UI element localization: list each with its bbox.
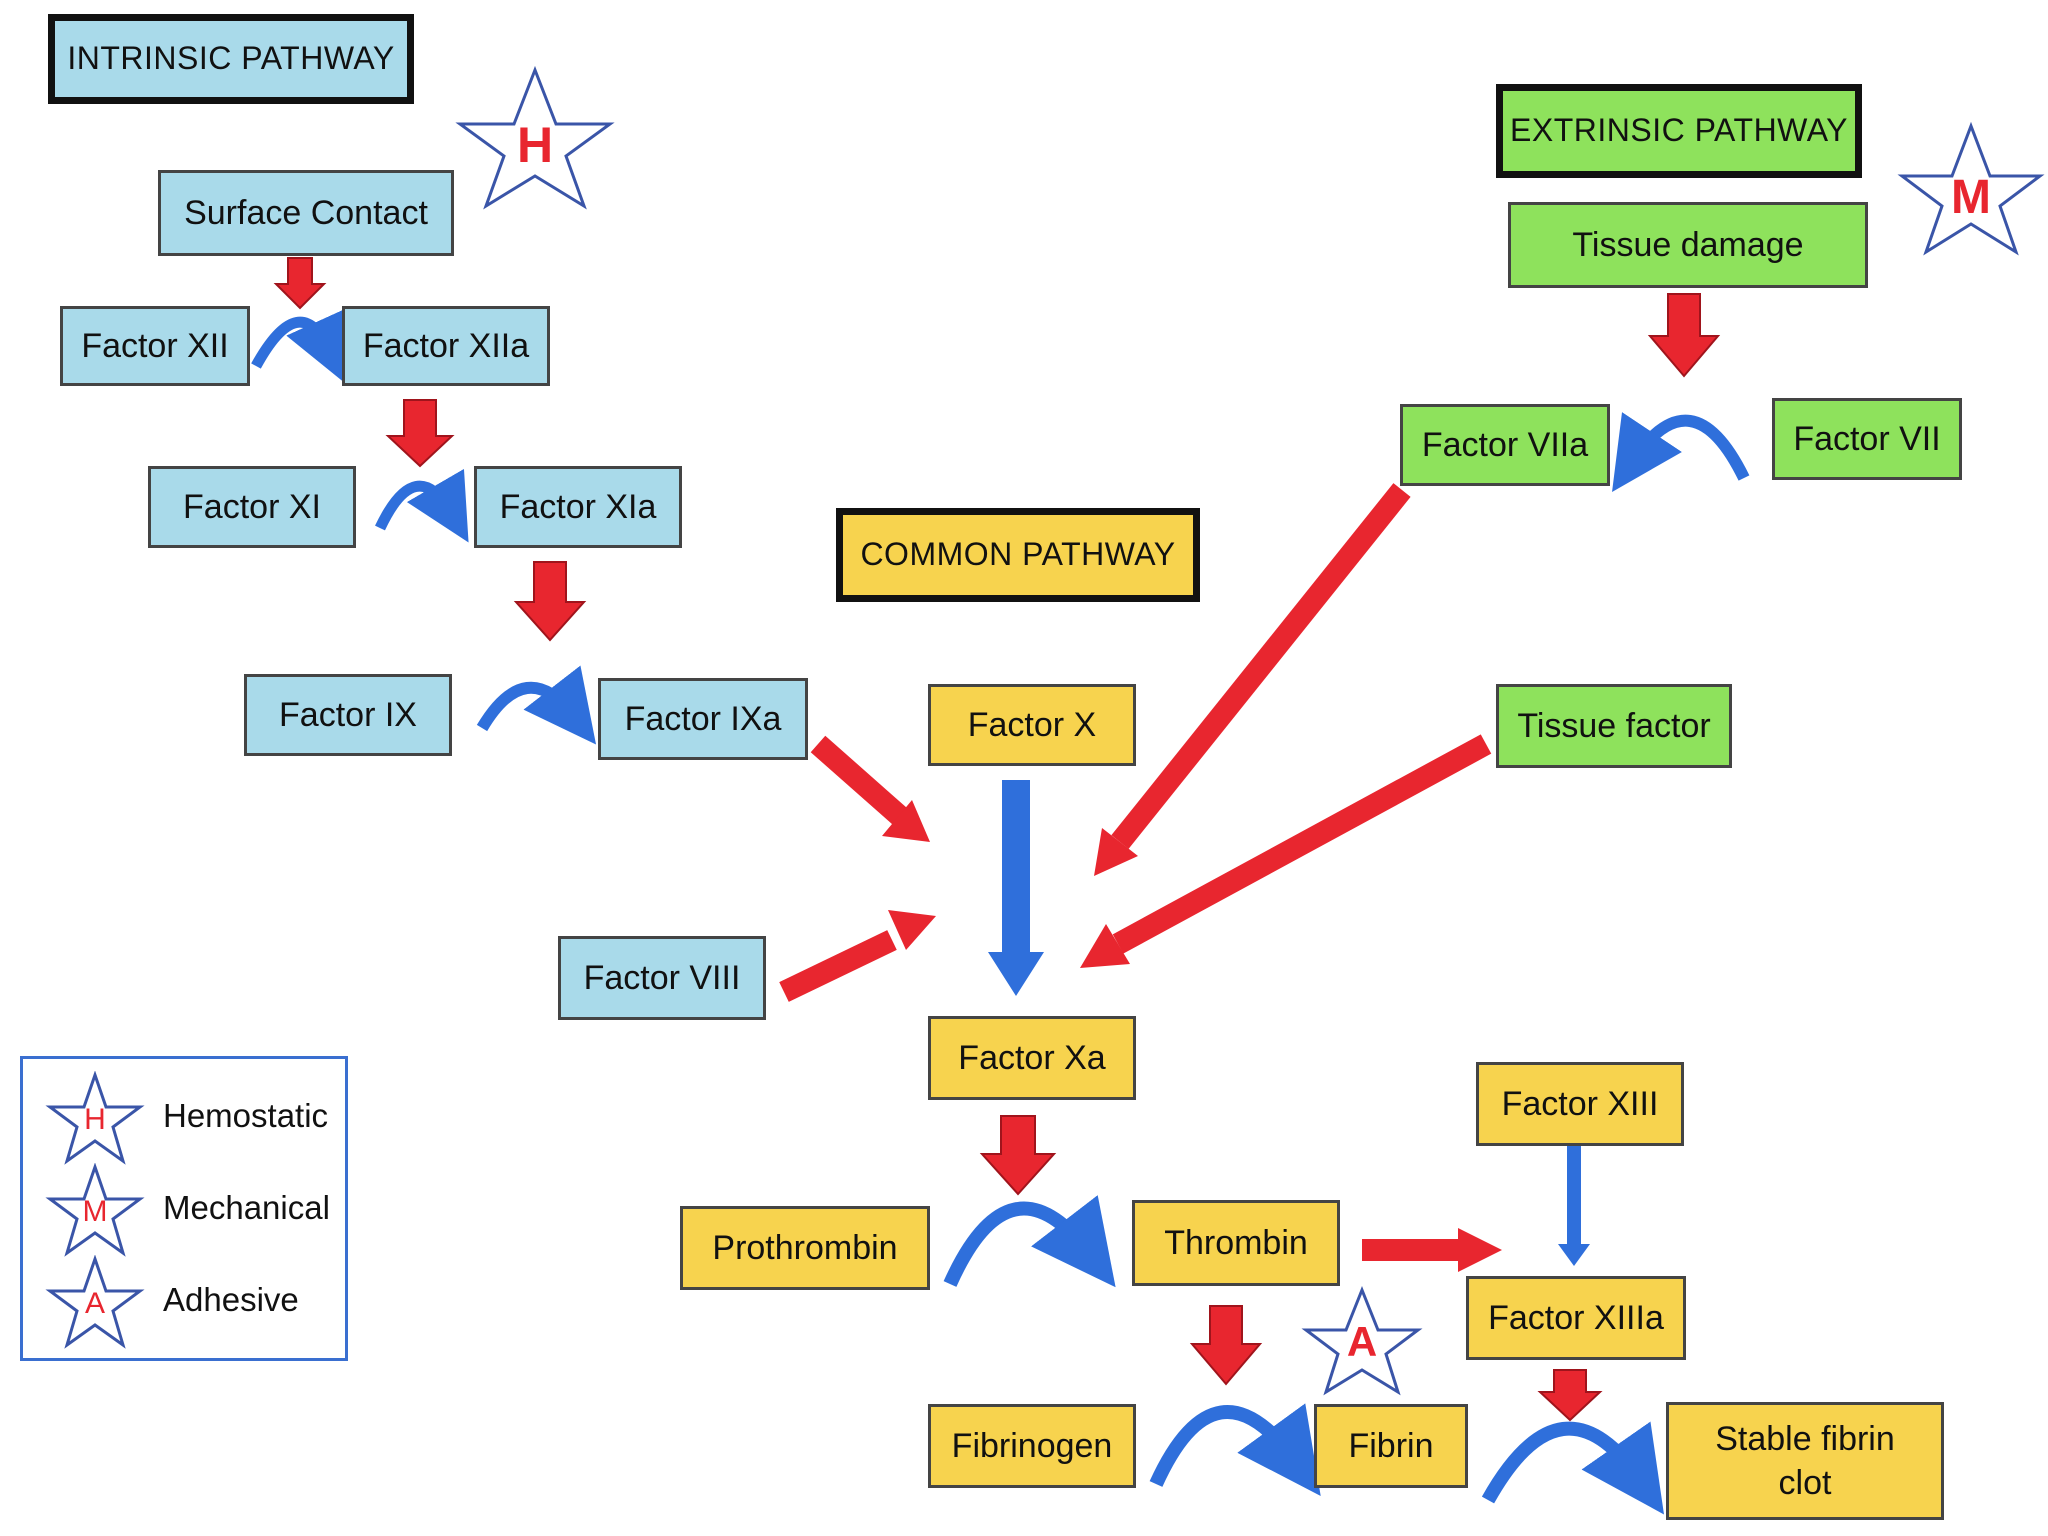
legend: H Hemostatic M Mechanical A Adhesive [20,1056,348,1361]
arrow-xia-to-ix [513,561,587,642]
legend-label-mechanical: Mechanical [163,1189,330,1226]
factor-xiii-box: Factor XIII [1476,1062,1684,1146]
extrinsic-pathway-title: EXTRINSIC PATHWAY [1496,84,1862,178]
arrow-xiia-to-xi [385,399,455,468]
legend-item-hemostatic: H Hemostatic [23,1071,343,1166]
stable-fibrin-clot-line2: clot [1778,1464,1832,1502]
adhesive-star-letter: A [1346,1318,1378,1365]
arrow-tissue-damage-to-vii [1647,293,1721,378]
curve-fibrin-to-clot [1481,1421,1665,1515]
mechanical-star-icon [45,1163,145,1257]
factor-xiia-box: Factor XIIa [342,306,550,386]
curve-vii-to-viia [1612,412,1750,492]
stable-fibrin-clot-box: Stable fibrin clot [1666,1402,1944,1520]
legend-label-adhesive: Adhesive [163,1281,299,1318]
factor-ix-box: Factor IX [244,674,452,756]
common-pathway-title: COMMON PATHWAY [836,508,1200,602]
mechanical-star-letter: M [1951,171,1991,224]
factor-xiiia-box: Factor XIIIa [1466,1276,1686,1360]
factor-xa-box: Factor Xa [928,1016,1136,1100]
tissue-factor-box: Tissue factor [1496,684,1732,768]
prothrombin-box: Prothrombin [680,1206,930,1290]
factor-xi-box: Factor XI [148,466,356,548]
curve-ix-to-ixa [476,665,597,745]
curve-fibrinogen-to-fibrin [1149,1403,1321,1496]
arrow-viia-to-x [1111,483,1411,849]
arrow-xiiia-to-clot [1537,1369,1603,1422]
factor-ixa-box: Factor IXa [598,678,808,760]
legend-letter-m: M [82,1195,108,1228]
legend-item-mechanical: M Mechanical [23,1163,343,1258]
intrinsic-pathway-title: INTRINSIC PATHWAY [48,14,414,104]
factor-x-box: Factor X [928,684,1136,766]
curve-xii-to-xiia [251,308,347,383]
curve-prothrombin-to-thrombin [943,1195,1116,1288]
factor-vii-box: Factor VII [1772,398,1962,480]
factor-xii-box: Factor XII [60,306,250,386]
adhesive-star-icon [45,1255,145,1349]
factor-xia-box: Factor XIa [474,466,682,548]
factor-viia-box: Factor VIIa [1400,404,1610,486]
fibrinogen-box: Fibrinogen [928,1404,1136,1488]
mechanical-star-icon [1897,121,2045,256]
arrow-xa-to-prothrombin [979,1115,1057,1196]
legend-letter-h: H [84,1103,106,1136]
arrow-tissue-factor-to-x [1112,734,1492,954]
legend-item-adhesive: A Adhesive [23,1255,343,1350]
hemostatic-star-letter: H [516,117,554,173]
legend-label-hemostatic: Hemostatic [163,1097,329,1134]
factor-viii-box: Factor VIII [558,936,766,1020]
legend-letter-a: A [84,1287,105,1320]
hemostatic-star-icon [45,1071,145,1165]
fibrin-box: Fibrin [1314,1404,1468,1488]
surface-contact-box: Surface Contact [158,170,454,256]
arrow-ixa-to-x [810,735,912,829]
adhesive-star-icon [1301,1285,1423,1396]
curve-xi-to-xia [375,468,469,543]
stable-fibrin-clot-line1: Stable fibrin [1715,1419,1895,1458]
arrow-thrombin-to-fibrinogen [1189,1305,1263,1386]
hemostatic-star-icon [455,65,615,210]
arrow-viii-to-x [779,930,897,1002]
thrombin-box: Thrombin [1132,1200,1340,1286]
tissue-damage-box: Tissue damage [1508,202,1868,288]
arrow-surface-to-xii [273,257,327,310]
